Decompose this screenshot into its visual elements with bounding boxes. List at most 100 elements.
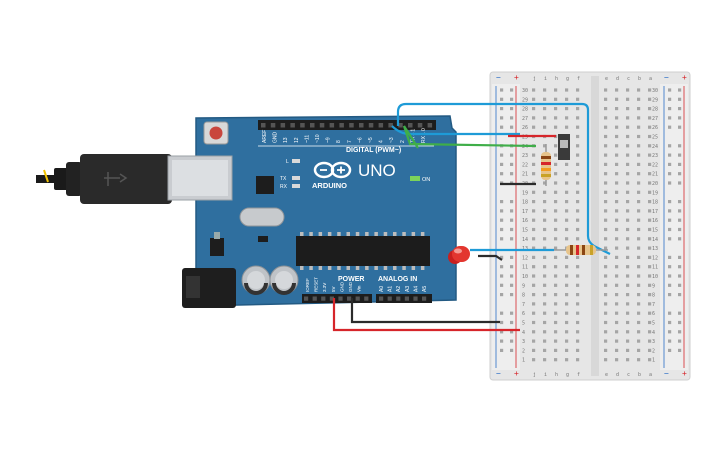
- header-hole: [368, 123, 374, 128]
- rail-hole: [510, 255, 514, 259]
- breadboard-hole: [648, 330, 652, 334]
- breadboard-hole: [554, 181, 558, 185]
- wire-red-5v[interactable]: [332, 298, 520, 332]
- chip-pin: [402, 232, 406, 236]
- rail-hole: [510, 125, 514, 129]
- breadboard-hole: [648, 116, 652, 120]
- row-number-left: 6: [522, 311, 525, 317]
- digital-pin-label: ~5: [368, 137, 374, 143]
- row-number-left: 10: [522, 274, 528, 280]
- row-number-left: 15: [522, 228, 528, 234]
- resistor-led[interactable]: [554, 245, 608, 255]
- column-letter: b: [638, 76, 641, 82]
- breadboard-hole: [576, 302, 580, 306]
- breadboard-hole: [576, 181, 580, 185]
- breadboard-hole: [615, 162, 619, 166]
- rail-hole: [668, 265, 672, 269]
- breadboard-hole: [532, 339, 536, 343]
- row-number-left: 12: [522, 255, 528, 261]
- rail-hole: [668, 181, 672, 185]
- row-number-left: 4: [522, 330, 525, 336]
- reset-button[interactable]: [203, 121, 229, 145]
- chip-pin: [420, 232, 425, 236]
- rail-hole: [668, 200, 672, 204]
- breadboard-hole: [565, 274, 569, 278]
- breadboard-hole: [554, 283, 558, 287]
- breadboard-hole: [648, 162, 652, 166]
- wire-green[interactable]: [402, 125, 537, 149]
- rail-hole: [668, 237, 672, 241]
- rail-hole: [678, 218, 682, 222]
- breadboard-hole: [604, 320, 608, 325]
- breadboard-hole: [648, 283, 652, 287]
- chip-pin: [393, 232, 397, 236]
- header-hole: [321, 296, 326, 301]
- breadboard-hole: [626, 348, 630, 352]
- row-number-right: 14: [652, 237, 658, 243]
- column-letter: b: [638, 372, 641, 378]
- analog-header[interactable]: [376, 294, 432, 303]
- breadboard-hole: [648, 237, 652, 241]
- breadboard-hole: [604, 246, 608, 250]
- slide-switch[interactable]: [558, 134, 570, 160]
- row-number-left: 25: [522, 135, 528, 141]
- breadboard-hole: [532, 293, 536, 297]
- rail-hole: [510, 283, 514, 287]
- power-pin-label: Vin: [357, 285, 362, 292]
- breadboard-hole: [565, 320, 569, 325]
- breadboard-hole: [615, 246, 619, 250]
- breadboard-hole: [554, 255, 558, 259]
- breadboard-hole: [565, 339, 569, 343]
- rail-hole: [678, 320, 682, 325]
- breadboard-hole: [615, 283, 619, 287]
- breadboard-hole: [554, 311, 558, 315]
- chip-pin: [346, 232, 350, 236]
- rail-hole: [510, 274, 514, 278]
- usb-cable[interactable]: [36, 154, 172, 204]
- breadboard-hole: [565, 107, 569, 111]
- breadboard-hole: [565, 218, 569, 222]
- rail-hole: [510, 172, 514, 176]
- breadboard-hole: [576, 237, 580, 241]
- red-led[interactable]: [448, 246, 470, 264]
- breadboard-hole: [604, 330, 608, 334]
- breadboard-hole: [554, 348, 558, 352]
- breadboard-hole: [615, 293, 619, 297]
- chip-pin: [374, 266, 378, 270]
- digital-header[interactable]: [258, 120, 436, 130]
- breadboard-hole: [626, 274, 630, 278]
- breadboard-hole: [554, 172, 558, 176]
- breadboard-hole: [565, 358, 569, 362]
- breadboard-hole: [565, 330, 569, 334]
- row-number-left: 29: [522, 97, 528, 103]
- power-pin-label: 3.3V: [322, 283, 327, 292]
- power-header[interactable]: [302, 294, 372, 303]
- breadboard-hole: [576, 190, 580, 194]
- header-hole: [417, 123, 423, 128]
- breadboard-hole: [637, 237, 641, 241]
- breadboard-hole: [604, 293, 608, 297]
- wire-blue-pin2[interactable]: [396, 102, 611, 255]
- breadboard-hole: [532, 237, 536, 241]
- chip-pin: [374, 232, 378, 236]
- rail-hole: [510, 153, 514, 157]
- breadboard-hole: [637, 88, 641, 92]
- rail-hole: [678, 107, 682, 111]
- usb-chip: [256, 176, 274, 194]
- breadboard-hole: [626, 162, 630, 166]
- breadboard-hole: [554, 227, 558, 232]
- rail-hole: [510, 320, 514, 325]
- column-letter: c: [627, 76, 630, 82]
- breadboard-hole: [604, 237, 608, 241]
- rail-hole: [500, 237, 504, 241]
- rail-hole: [668, 97, 672, 101]
- resistor-pulldown[interactable]: [541, 144, 551, 186]
- chip-pin: [355, 266, 360, 270]
- breadboard-hole: [604, 255, 608, 259]
- wire-black-gnd[interactable]: [350, 182, 536, 324]
- breadboard-hole: [543, 107, 547, 111]
- column-letter: i: [544, 76, 547, 82]
- chip-pin: [365, 232, 369, 236]
